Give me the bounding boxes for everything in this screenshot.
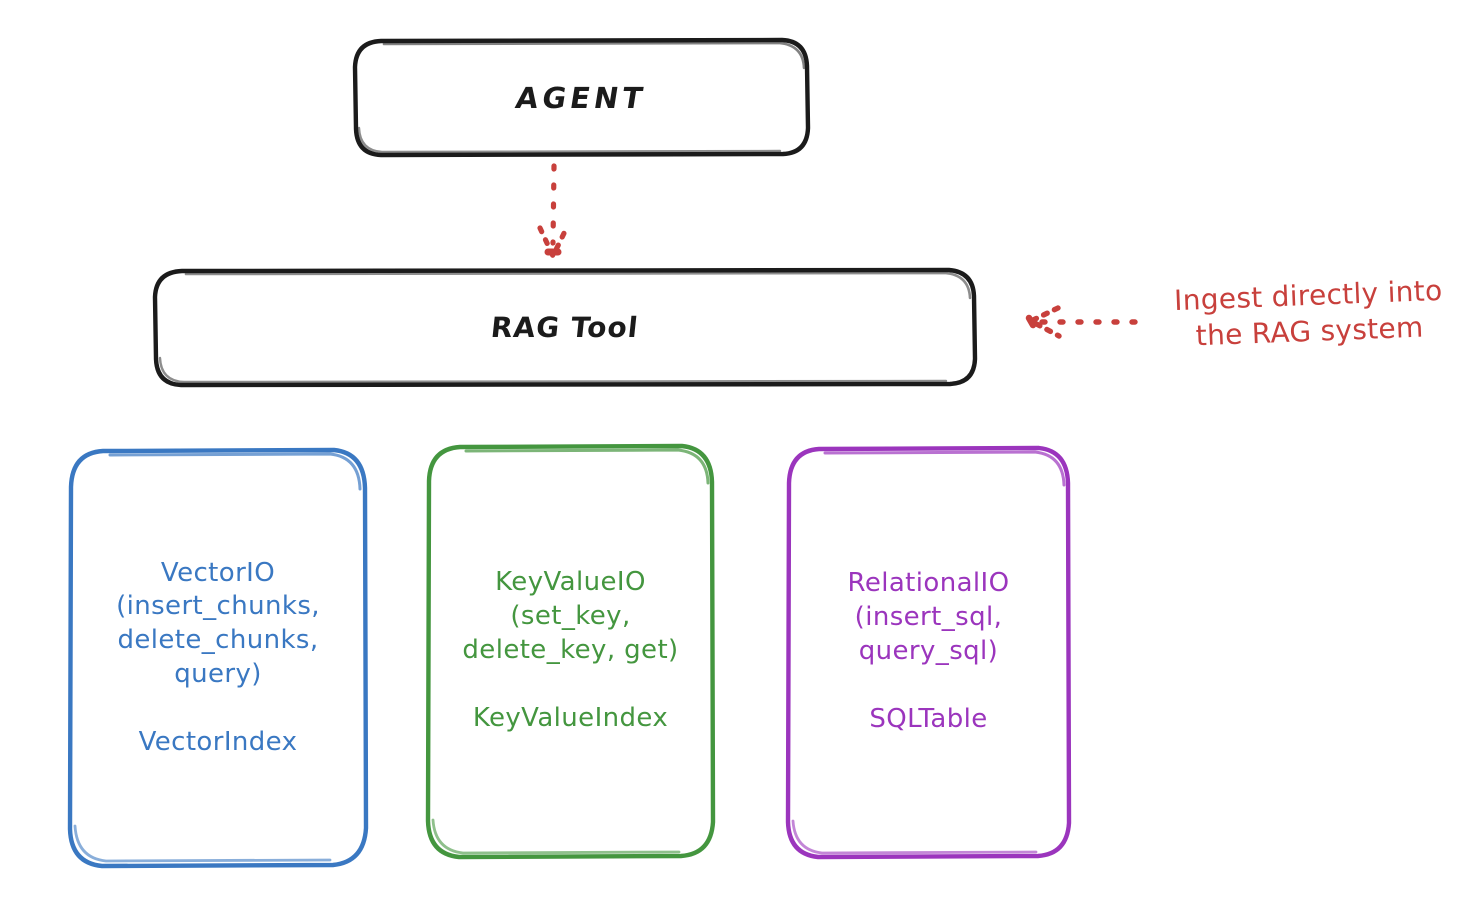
rag-tool-label: RAG Tool (489, 311, 641, 344)
vector-index-label: VectorIndex (138, 726, 298, 757)
agent-node[interactable]: AGENT (355, 40, 808, 155)
agent-label: AGENT (513, 80, 650, 115)
relational-io-node[interactable]: RelationalIO (insert_sql, query_sql) SQL… (788, 448, 1069, 856)
rag-tool-node[interactable]: RAG Tool (155, 270, 975, 385)
vector-io-node[interactable]: VectorIO (insert_chunks, delete_chunks, … (70, 450, 366, 866)
key-value-io-api-label: KeyValueIO (set_key, delete_key, get) (462, 567, 679, 665)
vector-io-box-outline (67, 447, 369, 869)
sql-table-label: SQLTable (869, 703, 988, 734)
ingest-annotation-label: Ingest directly into the RAG system (1173, 273, 1444, 353)
rag-tool-box-outline (152, 267, 978, 388)
agent-box-outline (352, 37, 811, 158)
relational-io-box-outline (785, 445, 1072, 860)
ingest-note-arrow (1025, 305, 1138, 339)
key-value-index-label: KeyValueIndex (472, 702, 669, 733)
key-value-io-box-outline (425, 443, 716, 860)
key-value-io-node[interactable]: KeyValueIO (set_key, delete_key, get) Ke… (428, 446, 713, 856)
relational-io-api-label: RelationalIO (insert_sql, query_sql) (847, 568, 1010, 666)
agent-to-ragtool-arrow (537, 163, 570, 259)
vector-io-api-label: VectorIO (insert_chunks, delete_chunks, … (116, 557, 320, 689)
